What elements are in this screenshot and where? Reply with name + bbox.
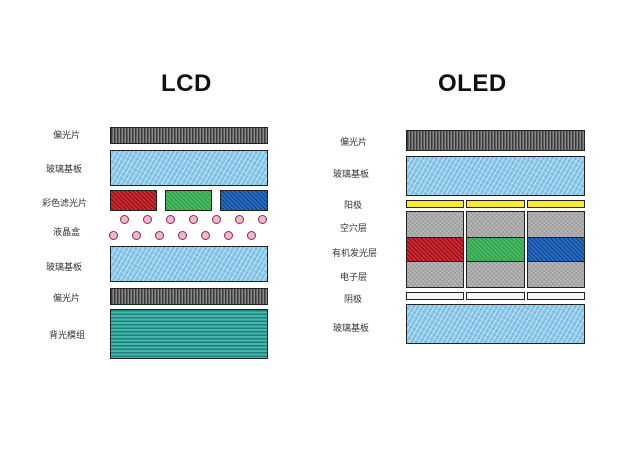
oled-label-electron-layer: 电子层 (340, 273, 368, 283)
oled-polarizer (406, 130, 585, 151)
lcd-label-polarizer-top: 偏光片 (53, 131, 81, 141)
lc-bead (189, 215, 198, 224)
lc-bead (155, 231, 164, 240)
oled-label-glass-bottom: 玻璃基板 (333, 324, 370, 334)
oled-label-polarizer: 偏光片 (340, 138, 368, 148)
hole-layer-segment (466, 211, 525, 238)
hole-layer-segment (527, 211, 585, 238)
lc-bead (178, 231, 187, 240)
emissive-layer-blue (527, 237, 585, 262)
anode-segment (527, 200, 585, 208)
oled-label-cathode: 阴极 (344, 295, 363, 305)
lcd-glass-substrate-bottom (110, 246, 268, 282)
color-filter-green (165, 190, 212, 211)
oled-glass-substrate-bottom (406, 304, 585, 344)
cathode-segment (406, 292, 464, 300)
electron-layer-segment (406, 261, 464, 288)
lc-bead (201, 231, 210, 240)
color-filter-red (110, 190, 157, 211)
lc-bead (212, 215, 221, 224)
electron-layer-segment (466, 261, 525, 288)
lc-bead (166, 215, 175, 224)
lc-bead (132, 231, 141, 240)
anode-segment (466, 200, 525, 208)
oled-label-hole-layer: 空穴层 (340, 224, 368, 234)
lcd-title: LCD (161, 70, 212, 97)
lcd-polarizer-bottom (110, 288, 268, 305)
cathode-segment (527, 292, 585, 300)
emissive-layer-green (466, 237, 525, 262)
oled-title: OLED (438, 70, 507, 97)
emissive-layer-red (406, 237, 464, 262)
lcd-label-glass-bottom: 玻璃基板 (46, 263, 83, 273)
lcd-label-polarizer-bottom: 偏光片 (53, 294, 81, 304)
hole-layer-segment (406, 211, 464, 238)
lc-bead (258, 215, 267, 224)
lcd-polarizer-top (110, 127, 268, 144)
lc-bead (235, 215, 244, 224)
anode-segment (406, 200, 464, 208)
oled-label-anode: 阳极 (344, 201, 363, 211)
cathode-segment (466, 292, 525, 300)
lcd-label-glass-top: 玻璃基板 (46, 165, 83, 175)
lc-bead (109, 231, 118, 240)
lc-bead (247, 231, 256, 240)
lc-bead (224, 231, 233, 240)
oled-glass-substrate-top (406, 156, 585, 196)
color-filter-blue (220, 190, 268, 211)
lc-bead (143, 215, 152, 224)
lcd-backlight-module (110, 309, 268, 359)
oled-label-emissive-layer: 有机发光层 (332, 249, 378, 259)
lcd-label-backlight: 背光模组 (49, 331, 86, 341)
electron-layer-segment (527, 261, 585, 288)
lcd-glass-substrate-top (110, 150, 268, 186)
lcd-label-color-filter: 彩色滤光片 (42, 199, 88, 209)
oled-label-glass-top: 玻璃基板 (333, 170, 370, 180)
lc-bead (120, 215, 129, 224)
lcd-label-liquid-crystal: 液晶盒 (53, 228, 81, 238)
